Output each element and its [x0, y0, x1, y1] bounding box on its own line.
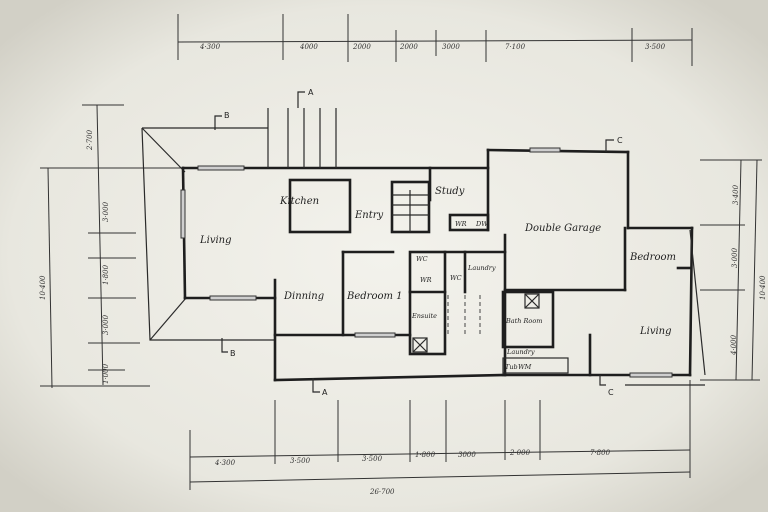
dim-top-1: 4·300 [199, 43, 221, 51]
dim-left-1: 2·700 [86, 129, 94, 151]
label-laundry-1: Laundry [467, 264, 496, 272]
dim-top-7: 3·500 [645, 43, 666, 51]
label-kitchen: Kitchen [279, 196, 319, 207]
label-study: Study [435, 186, 465, 197]
label-wr-2: WR [420, 276, 432, 284]
dim-right-1: 3·400 [732, 184, 740, 205]
dim-left-5: 1·000 [102, 363, 110, 384]
section-a-top: A [308, 88, 314, 97]
dim-top-6: 7·100 [505, 43, 526, 51]
section-c-bottom: C [608, 388, 614, 397]
dim-right-3: 4·000 [730, 334, 738, 356]
label-double-garage: Double Garage [524, 223, 601, 234]
dim-bottom-4: 1·800 [415, 451, 436, 459]
section-b-bottom: B [230, 349, 236, 358]
dim-right-total: 10·400 [759, 275, 767, 300]
dim-bottom-6: 2·000 [509, 449, 531, 457]
section-b-top: B [224, 111, 230, 120]
label-bath-room: Bath Room [505, 317, 542, 325]
dim-top-5: 3000 [442, 43, 460, 51]
dim-bottom-3: 3·500 [362, 455, 383, 463]
label-wr: WR [455, 220, 467, 228]
dim-top-2: 4000 [299, 43, 318, 51]
bottom-dimension-string: 4·300 3·500 3·500 1·800 3000 2·000 7·800… [189, 380, 691, 496]
top-dimension-string: 4·300 4000 2000 2000 3000 7·100 3·500 [177, 14, 693, 66]
dim-bottom-1: 4·300 [214, 459, 236, 467]
dim-bottom-7: 7·800 [590, 449, 611, 457]
label-dinning: Dinning [283, 291, 324, 302]
dim-top-4: 2000 [399, 43, 418, 51]
dim-left-3: 1·800 [102, 264, 110, 285]
left-dimension-string: 2·700 3·000 1·800 3·000 1·000 10·400 [39, 104, 185, 389]
dim-left-4: 3·000 [102, 314, 110, 335]
dim-top-3: 2000 [352, 43, 371, 51]
room-labels: Living Kitchen Entry Study WR DW Double … [199, 186, 676, 371]
section-c-top: C [617, 136, 623, 145]
dim-left-2: 3·000 [102, 201, 110, 222]
dim-bottom-5: 3000 [458, 451, 476, 459]
label-entry: Entry [354, 210, 384, 221]
label-ensuite: Ensuite [411, 312, 437, 320]
label-laundry-2: Laundry [506, 348, 535, 356]
label-dw: DW [475, 220, 489, 228]
label-living-east: Living [639, 326, 672, 337]
walls [141, 108, 706, 386]
label-living-west: Living [199, 235, 232, 246]
dim-left-total: 10·400 [39, 275, 47, 300]
label-bedroom-1: Bedroom 1 [346, 291, 403, 302]
label-tub: Tub [505, 363, 518, 371]
label-bedroom: Bedroom [629, 252, 676, 263]
label-wc-1: WC [416, 255, 428, 263]
label-wc-2: WC [450, 274, 462, 282]
dim-bottom-2: 3·500 [290, 457, 311, 465]
right-dimension-string: 3·400 3·000 4·000 10·400 [700, 159, 767, 381]
section-markers: A A B B C C [214, 88, 623, 397]
section-a-bottom: A [322, 388, 328, 397]
dim-right-2: 3·000 [731, 247, 739, 268]
label-wm: WM [518, 363, 532, 371]
dim-bottom-total: 26·700 [369, 488, 395, 496]
